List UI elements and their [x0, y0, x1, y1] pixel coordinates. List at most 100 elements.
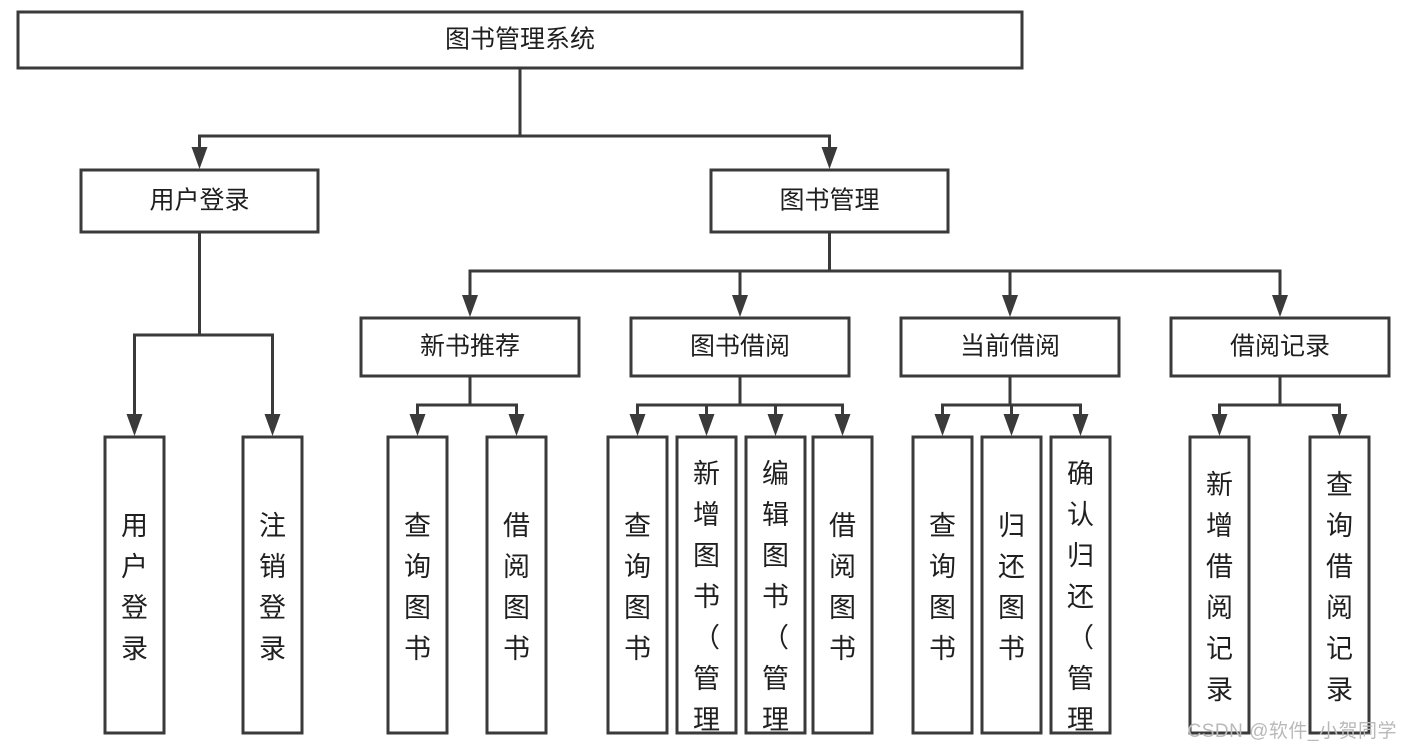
node-box[interactable] — [980, 435, 1043, 735]
arrowhead-icon — [1272, 295, 1288, 317]
arrowhead-icon — [1003, 414, 1020, 436]
arrowhead-icon — [462, 295, 478, 317]
diagram-node[interactable]: 图书借阅 — [629, 316, 851, 378]
node-label-char: 书 — [624, 634, 651, 664]
node-box[interactable] — [899, 316, 1121, 378]
node-box[interactable] — [811, 435, 874, 735]
node-label-char: 阅 — [1326, 593, 1353, 623]
node-label: 图书管理 — [779, 187, 879, 215]
node-label-char: 书 — [404, 634, 431, 664]
node-label: 用户登录 — [149, 187, 249, 215]
node-label-char: 询 — [624, 552, 651, 582]
node-box[interactable] — [241, 435, 304, 735]
node-box[interactable] — [103, 435, 166, 735]
arrowhead-icon — [409, 414, 426, 436]
node-label-char: 登 — [259, 593, 286, 623]
node-label-char: 员 — [1067, 746, 1094, 747]
node-box[interactable] — [744, 435, 807, 735]
connector-group — [409, 374, 525, 436]
diagram-node[interactable]: 图书管理系统 — [16, 10, 1024, 70]
node-label-char: （ — [693, 623, 720, 653]
node-label-char: 查 — [929, 511, 956, 541]
node-label-char: 录 — [1206, 675, 1233, 705]
node-box[interactable] — [79, 168, 320, 234]
diagram-node[interactable]: 用户登录 — [103, 435, 166, 735]
node-layer: 图书管理系统用户登录图书管理新书推荐图书借阅当前借阅借阅记录用户登录注销登录查询… — [16, 10, 1391, 747]
connector-group — [629, 374, 851, 436]
node-box[interactable] — [16, 10, 1024, 70]
node-label-char: 图 — [503, 593, 530, 623]
node-label-char: 记 — [1206, 634, 1233, 664]
node-label-char: 录 — [259, 634, 286, 664]
arrowhead-icon — [1331, 414, 1348, 436]
arrowhead-icon — [821, 147, 838, 169]
node-box[interactable] — [485, 435, 548, 735]
node-label-char: 询 — [929, 552, 956, 582]
node-label-char: 图 — [762, 541, 789, 571]
node-box[interactable] — [911, 435, 974, 735]
node-box[interactable] — [1169, 316, 1391, 378]
node-label-char: 登 — [121, 593, 148, 623]
node-label-char: 增 — [693, 500, 720, 530]
arrowhead-icon — [732, 295, 748, 317]
node-label-char: 还 — [998, 552, 1025, 582]
node-box[interactable] — [1049, 435, 1112, 735]
arrowhead-icon — [629, 414, 646, 436]
arrowhead-icon — [126, 414, 143, 436]
arrowhead-icon — [698, 414, 715, 436]
node-label-char: 员 — [693, 746, 720, 747]
arrowhead-icon — [1002, 295, 1018, 317]
node-label-char: 图 — [829, 593, 856, 623]
node-box[interactable] — [359, 316, 581, 378]
node-label-char: 图 — [624, 593, 651, 623]
node-box[interactable] — [629, 316, 851, 378]
node-box[interactable] — [606, 435, 669, 735]
node-label-char: 增 — [1206, 511, 1233, 541]
arrowhead-icon — [834, 414, 851, 436]
node-label-char: 确 — [1067, 459, 1094, 489]
node-label-char: 记 — [1326, 634, 1353, 664]
diagram-node[interactable]: 当前借阅 — [899, 316, 1121, 378]
node-label: 图书借阅 — [690, 333, 790, 361]
node-box[interactable] — [709, 168, 950, 234]
node-label-char: 归 — [1067, 541, 1094, 571]
node-label-char: 录 — [121, 634, 148, 664]
node-label-char: 阅 — [829, 552, 856, 582]
node-label-char: 注 — [259, 511, 286, 541]
node-label-char: 图 — [693, 541, 720, 571]
node-label-char: 理 — [762, 705, 789, 735]
diagram-node[interactable]: 用户登录 — [79, 168, 320, 234]
node-label-char: 查 — [624, 511, 651, 541]
node-box[interactable] — [1308, 435, 1371, 735]
node-label-char: 管 — [762, 664, 789, 694]
node-box[interactable] — [386, 435, 449, 735]
arrowhead-icon — [1072, 414, 1089, 436]
diagram-node[interactable]: 借阅记录 — [1169, 316, 1391, 378]
node-label-char: 图 — [929, 593, 956, 623]
node-box[interactable] — [1188, 435, 1251, 735]
diagram-node[interactable]: 新书推荐 — [359, 316, 581, 378]
node-label: 当前借阅 — [960, 333, 1060, 361]
node-label-char: 借 — [503, 511, 530, 541]
node-box[interactable] — [675, 435, 738, 735]
node-label-char: 用 — [121, 511, 148, 541]
connector-group — [126, 230, 281, 436]
node-label-char: 图 — [998, 593, 1025, 623]
diagram-node[interactable]: 图书管理 — [709, 168, 950, 234]
node-label-char: （ — [1067, 623, 1094, 653]
node-label-char: 借 — [1206, 552, 1233, 582]
connector-layer — [126, 66, 1348, 436]
